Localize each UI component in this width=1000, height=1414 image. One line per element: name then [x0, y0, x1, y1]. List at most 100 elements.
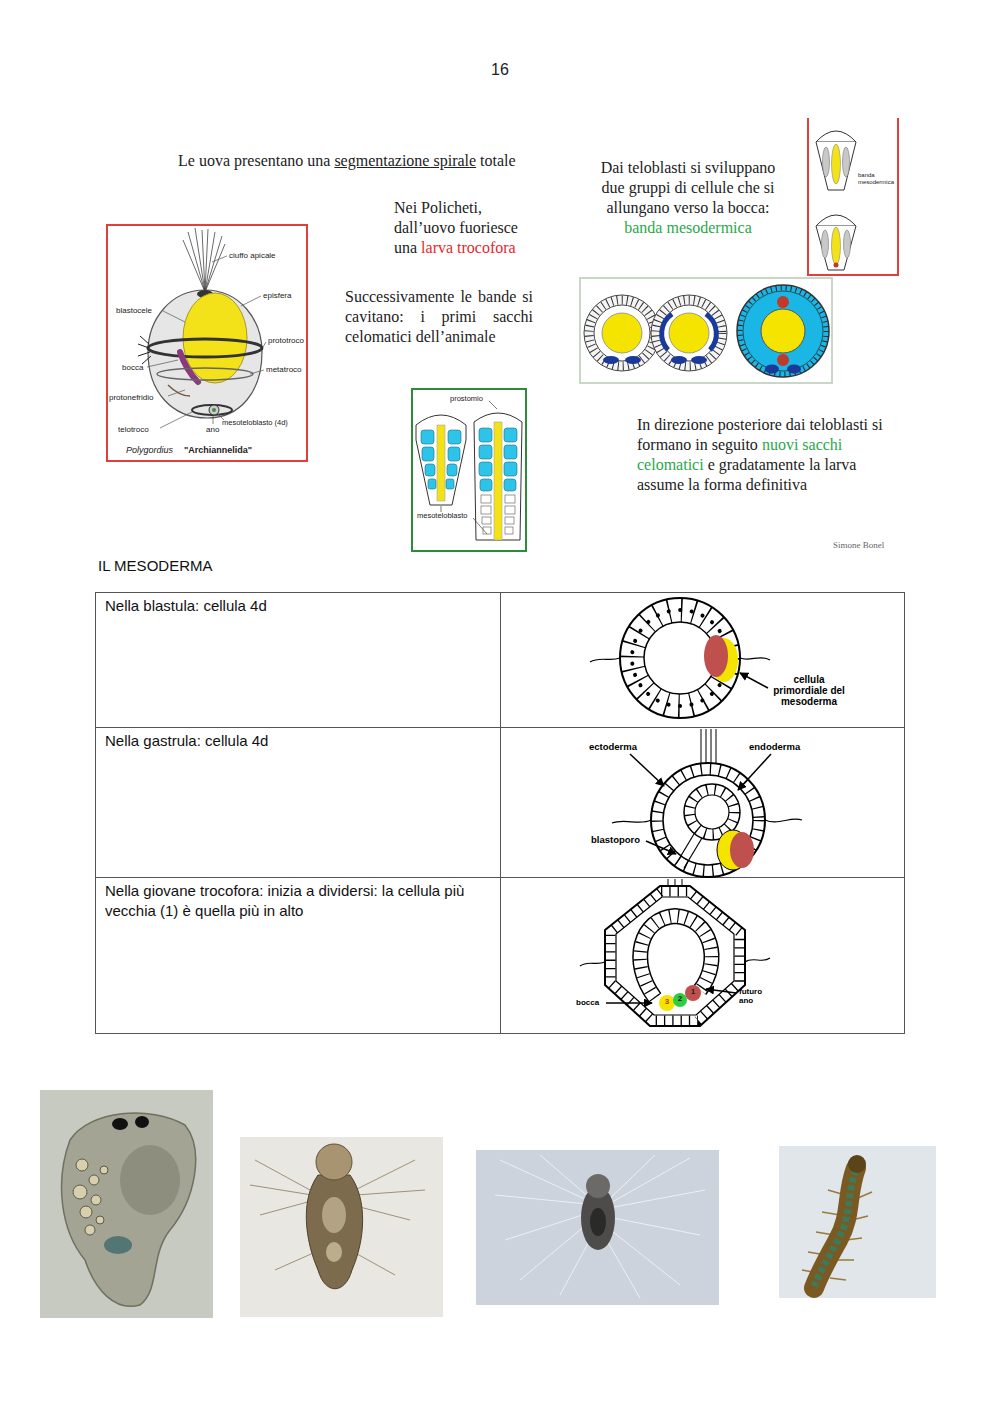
cross-section-figures-part — [602, 313, 642, 353]
trocophore-illustration-part-part — [250, 370, 264, 374]
larva-photo-part — [240, 1137, 443, 1317]
young-trochophore-figure — [580, 879, 770, 1026]
segmented-larva-figures-part-part — [425, 464, 435, 476]
figure-frame: prostomiomesoteloblasto — [411, 388, 527, 552]
cross-section-figures-part — [706, 314, 716, 350]
young-trochophore-figure-part — [640, 916, 711, 998]
trocophore-illustration-part-part — [195, 228, 205, 292]
worm-photo-part-part — [838, 1259, 854, 1261]
part-label: telotroco — [118, 425, 149, 434]
larva-photo-part-part — [91, 1195, 101, 1205]
slide-text-block: Dai teloblasti si sviluppano due gruppi … — [598, 158, 778, 238]
larva-photo — [240, 1137, 443, 1317]
trocophore-illustration-part — [183, 228, 225, 292]
cross-section-figures-part — [671, 356, 687, 364]
segmented-larva-figures-part-part — [473, 518, 487, 534]
cross-section-figures-part — [737, 285, 829, 377]
part-label: mesoteloblasto — [417, 512, 467, 521]
table-cell-block: Nella gastrula: cellula 4d — [105, 731, 490, 751]
cross-section-figures-part — [669, 313, 709, 353]
page-number-block: 16 — [470, 61, 530, 79]
blastula-figure-part — [632, 610, 728, 706]
mesodermal-band-figures-part — [823, 147, 830, 177]
mesodermal-band-figures-part — [816, 142, 856, 190]
trocophore-illustration-part-part — [168, 390, 185, 396]
gastrula-figure-part-part — [701, 729, 702, 764]
segmented-larva-figures-part-part — [505, 517, 514, 524]
segmented-larva-figures-part — [494, 422, 502, 540]
figure-label-block: cellula primordiale del mesoderma — [772, 674, 846, 707]
young-trochophore-figure-part — [611, 892, 740, 1021]
heading-text: IL MESODERMA — [98, 557, 212, 574]
segmented-larva-figures-part-part — [489, 401, 497, 409]
segmented-larva-figures-part — [479, 428, 517, 491]
segmented-larva-figures-part-part — [505, 527, 513, 534]
blastula-figure-part — [704, 635, 728, 677]
gastrula-figure-part-part — [716, 729, 717, 764]
figure-label: ectoderma — [589, 741, 637, 752]
author-credit: Simone Bonel — [833, 540, 884, 550]
mesodermal-band-figures-part — [843, 147, 850, 177]
cross-section-figures-part — [787, 365, 801, 374]
mesodermal-band-figures-part — [844, 230, 851, 258]
table-cell: Nella blastula: cellula 4d — [105, 597, 267, 614]
gastrula-figure-part — [646, 841, 676, 854]
table-cell: Nella giovane trocofora: inizia a divide… — [105, 882, 464, 919]
gastrula-figure-part — [730, 832, 754, 868]
larva-photo-part — [135, 1116, 149, 1128]
gastrula-figure-part — [676, 834, 694, 864]
blastula-figure-part — [740, 658, 770, 660]
larva-photo-part-part — [250, 1185, 312, 1195]
trocophore-illustration-part-part — [160, 412, 192, 428]
larva-photo-part-part — [96, 1216, 104, 1224]
segmented-larva-figures-part-part — [504, 428, 517, 442]
cross-section-figures-part — [656, 300, 722, 366]
trocophore-illustration-part — [209, 405, 219, 415]
slide-text-block: In direzione posteriore dai teloblasti s… — [637, 415, 887, 495]
segmented-larva-figures-part-part — [479, 445, 492, 459]
young-trochophore-figure-part — [706, 989, 736, 993]
young-trochophore-figure-part — [673, 993, 687, 1007]
blastula-figure-part — [740, 673, 768, 688]
segmented-larva-figures — [416, 401, 522, 540]
larva-photo-part-part — [495, 1195, 598, 1205]
table-cell-block: Nella giovane trocofora: inizia a divide… — [105, 881, 490, 921]
slide-text-block: Successivamente le bande si cavitano: i … — [345, 287, 533, 347]
trocophore-illustration-part-part — [138, 352, 150, 356]
cross-section-figures-part — [580, 278, 832, 383]
callout-number: 3 — [665, 997, 669, 1006]
blastula-figure-part — [620, 598, 740, 718]
larva-photo-part — [326, 1242, 342, 1262]
figure-label: cellula primordiale del mesoderma — [773, 674, 845, 707]
larva-photo — [40, 1090, 213, 1318]
trocophore-illustration-part-part — [147, 360, 178, 367]
young-trochophore-figure-part — [616, 897, 734, 1015]
segmented-larva-figures-part — [416, 415, 466, 505]
young-trochophore-figure-part — [745, 958, 770, 962]
slide-text: In direzione posteriore dai teloblasti s… — [637, 416, 883, 453]
segmented-larva-figures-part-part — [421, 430, 434, 444]
larva-photo-part — [112, 1118, 128, 1130]
larva-photo-part-part — [73, 1185, 87, 1199]
larva-photo-part-part — [255, 1160, 310, 1190]
mesodermal-band-figures-part — [816, 131, 856, 142]
slide-text: larva trocofora — [421, 239, 516, 256]
mesodermal-band-figures-part — [834, 263, 839, 268]
slide-text-block: Le uova presentano una segmentazione spi… — [178, 151, 598, 171]
larva-photo-part-part — [85, 1225, 95, 1235]
table-grid-part — [95, 877, 904, 878]
blastula-figure-part — [590, 658, 620, 662]
segmented-larva-figures-part-part — [504, 479, 516, 491]
gastrula-figure-part — [690, 790, 735, 835]
callout-number: 2 — [678, 994, 682, 1003]
trocophore-illustration-part-part — [163, 311, 185, 322]
table-grid-part — [500, 592, 501, 1033]
trocophore-illustration-part — [138, 336, 151, 364]
cross-section-figures-part — [594, 305, 650, 361]
figure-label: blastoporo — [591, 834, 640, 845]
slide-text: banda mesodermica — [624, 219, 752, 236]
trocophore-illustration-part-part — [263, 342, 266, 347]
young-trochophore-figure-part — [659, 995, 675, 1011]
cross-section-figures — [580, 278, 832, 383]
